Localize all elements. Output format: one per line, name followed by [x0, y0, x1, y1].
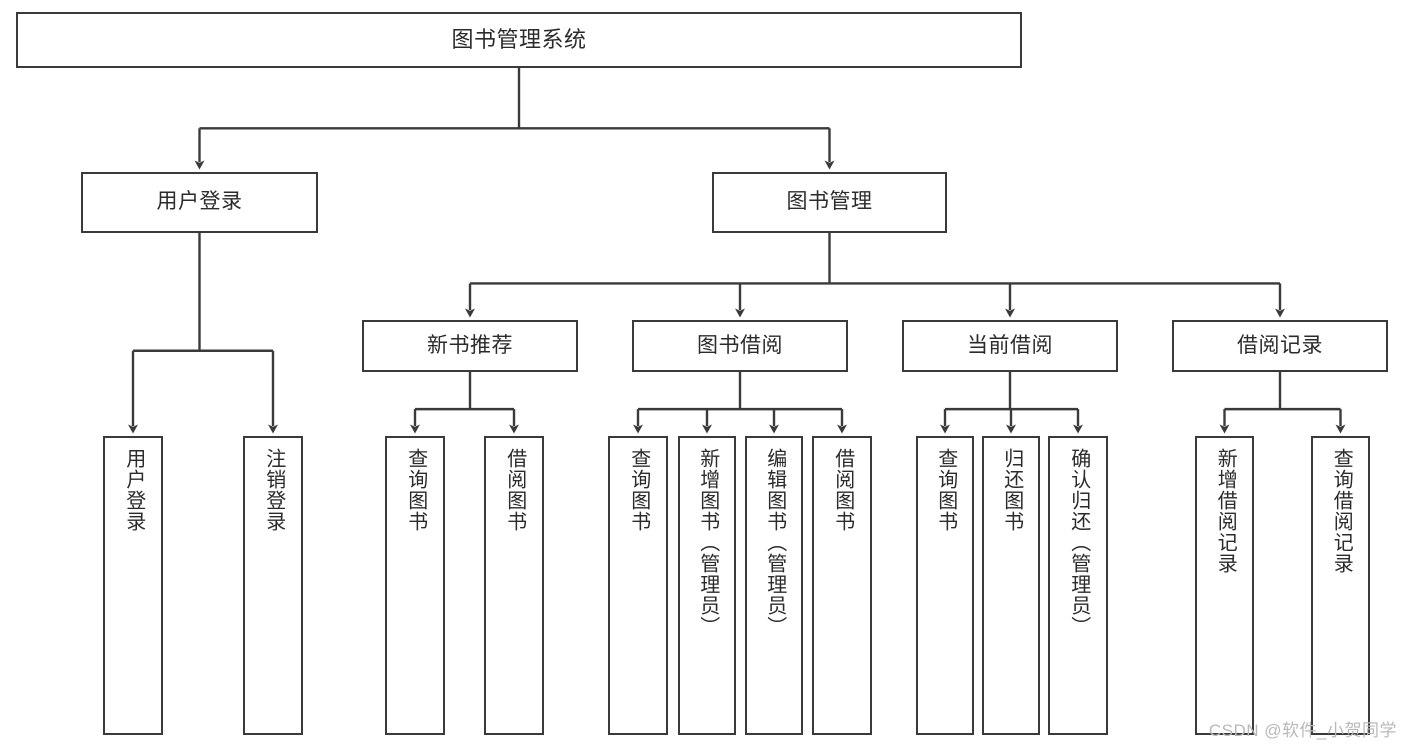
node-current[interactable]: 当前借阅 [902, 320, 1118, 372]
node-label: 借阅记录 [1237, 333, 1323, 357]
node-label: 查询图书 [934, 448, 957, 532]
node-l-q2[interactable]: 查询图书 [608, 436, 668, 735]
node-label: 查询图书 [627, 448, 650, 532]
node-l-addrec[interactable]: 新增借阅记录 [1195, 436, 1254, 735]
node-l-q3[interactable]: 查询图书 [916, 436, 974, 735]
node-label: 当前借阅 [967, 333, 1053, 357]
node-label: 查询借阅记录 [1330, 448, 1353, 574]
node-label: 借阅图书 [503, 448, 526, 532]
node-l-b2[interactable]: 借阅图书 [812, 436, 872, 735]
node-l-b1[interactable]: 借阅图书 [484, 436, 544, 735]
node-l-q1[interactable]: 查询图书 [385, 436, 445, 735]
node-l-add[interactable]: 新增图书（管理员） [678, 436, 736, 735]
node-label: 编辑图书（管理员） [763, 448, 786, 637]
node-records[interactable]: 借阅记录 [1172, 320, 1388, 372]
node-l-qrec[interactable]: 查询借阅记录 [1311, 436, 1370, 735]
watermark-text: CSDN @软件_小贺同学 [1208, 721, 1397, 740]
node-label: 图书借阅 [697, 333, 783, 357]
node-label: 借阅图书 [831, 448, 854, 532]
node-label: 确认归还（管理员） [1067, 448, 1090, 637]
node-l-userlogin[interactable]: 用户登录 [103, 436, 163, 735]
node-l-edit[interactable]: 编辑图书（管理员） [745, 436, 803, 735]
node-label: 归还图书 [1000, 448, 1023, 532]
node-label: 图书管理系统 [451, 27, 587, 53]
node-label: 新书推荐 [427, 333, 513, 357]
node-borrow[interactable]: 图书借阅 [632, 320, 848, 372]
node-label: 用户登录 [156, 190, 243, 214]
node-root[interactable]: 图书管理系统 [16, 12, 1022, 68]
node-label: 新增借阅记录 [1214, 448, 1237, 574]
node-l-logout[interactable]: 注销登录 [243, 436, 303, 735]
node-label: 新增图书（管理员） [696, 448, 719, 637]
node-label: 用户登录 [122, 448, 145, 532]
node-label: 图书管理 [786, 190, 873, 214]
node-l-confirm[interactable]: 确认归还（管理员） [1048, 436, 1108, 735]
node-newrec[interactable]: 新书推荐 [362, 320, 578, 372]
node-label: 注销登录 [262, 448, 285, 532]
node-login[interactable]: 用户登录 [81, 172, 318, 233]
node-label: 查询图书 [404, 448, 427, 532]
node-bookmgmt[interactable]: 图书管理 [712, 172, 947, 233]
node-l-return[interactable]: 归还图书 [982, 436, 1040, 735]
